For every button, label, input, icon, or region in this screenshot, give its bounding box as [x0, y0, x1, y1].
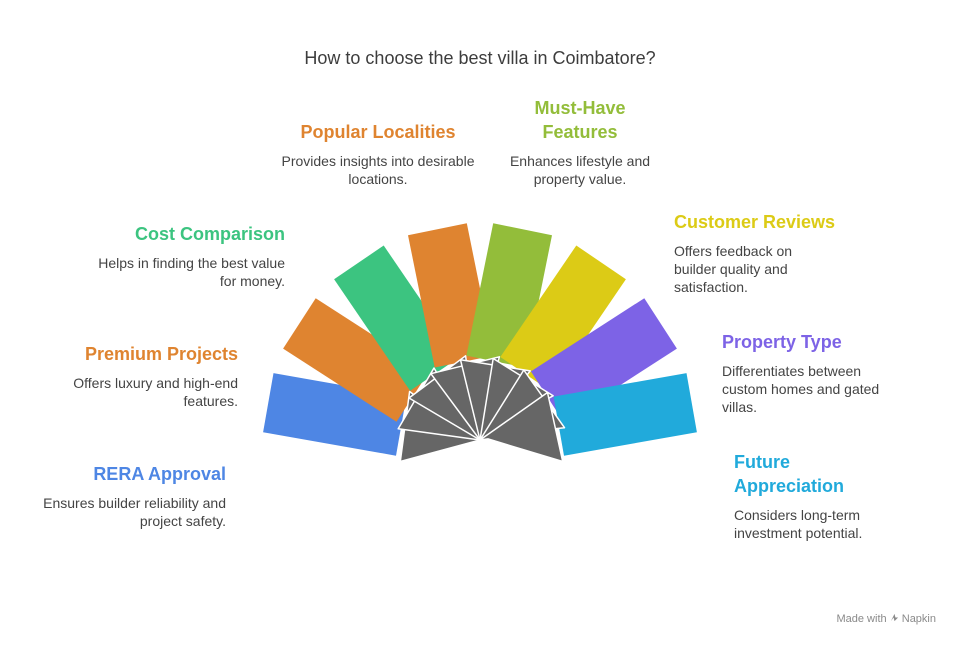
item-description: Offers feedback on builder quality and s… [674, 243, 793, 295]
fan-bar-reviews [500, 245, 626, 391]
item-premium-projects: Premium Projects Offers luxury and high-… [40, 342, 238, 410]
item-description: Ensures builder reliability and project … [43, 495, 226, 529]
item-description: Offers luxury and high-end features. [73, 375, 238, 409]
item-description: Enhances lifestyle and property value. [509, 153, 651, 187]
fan-bar-property [530, 298, 677, 422]
item-heading: Cost Comparison [134, 224, 285, 244]
fan-bar-future [553, 373, 697, 456]
item-heading: Property Type [722, 332, 842, 352]
item-heading: Must-Have Features [534, 98, 626, 142]
item-must-have-features: Must-Have Features Enhances lifestyle an… [500, 96, 660, 188]
item-customer-reviews: Customer Reviews Offers feedback on buil… [674, 210, 844, 296]
item-description: Provides insights into desirable locatio… [281, 153, 475, 187]
item-description: Considers long-term investment potential… [734, 507, 863, 541]
napkin-brand-text: Napkin [901, 613, 936, 625]
hub-segment-future [479, 391, 564, 463]
item-future-appreciation: Future Appreciation Considers long-term … [734, 450, 914, 542]
item-heading: Future Appreciation [734, 452, 845, 496]
item-description: Helps in finding the best value for mone… [98, 255, 285, 289]
item-property-type: Property Type Differentiates between cus… [722, 330, 902, 416]
napkin-logo-icon [890, 613, 898, 622]
item-heading: RERA Approval [93, 464, 226, 484]
fan-bar-premium [283, 298, 430, 422]
item-description: Differentiates between custom homes and … [722, 363, 880, 415]
fan-bar-cost [334, 245, 460, 391]
item-heading: Popular Localities [300, 122, 456, 142]
fan-bars [263, 223, 697, 456]
item-heading: Premium Projects [84, 344, 238, 364]
item-popular-localities: Popular Localities Provides insights int… [278, 120, 478, 188]
made-with-text: Made with [836, 613, 887, 625]
item-cost-comparison: Cost Comparison Helps in finding the bes… [80, 222, 285, 290]
fan-hub [397, 355, 566, 463]
item-rera-approval: RERA Approval Ensures builder reliabilit… [40, 462, 226, 530]
item-heading: Customer Reviews [674, 212, 836, 232]
footer-credit[interactable]: Made with Napkin [836, 613, 936, 625]
diagram-title: How to choose the best villa in Coimbato… [304, 48, 656, 68]
